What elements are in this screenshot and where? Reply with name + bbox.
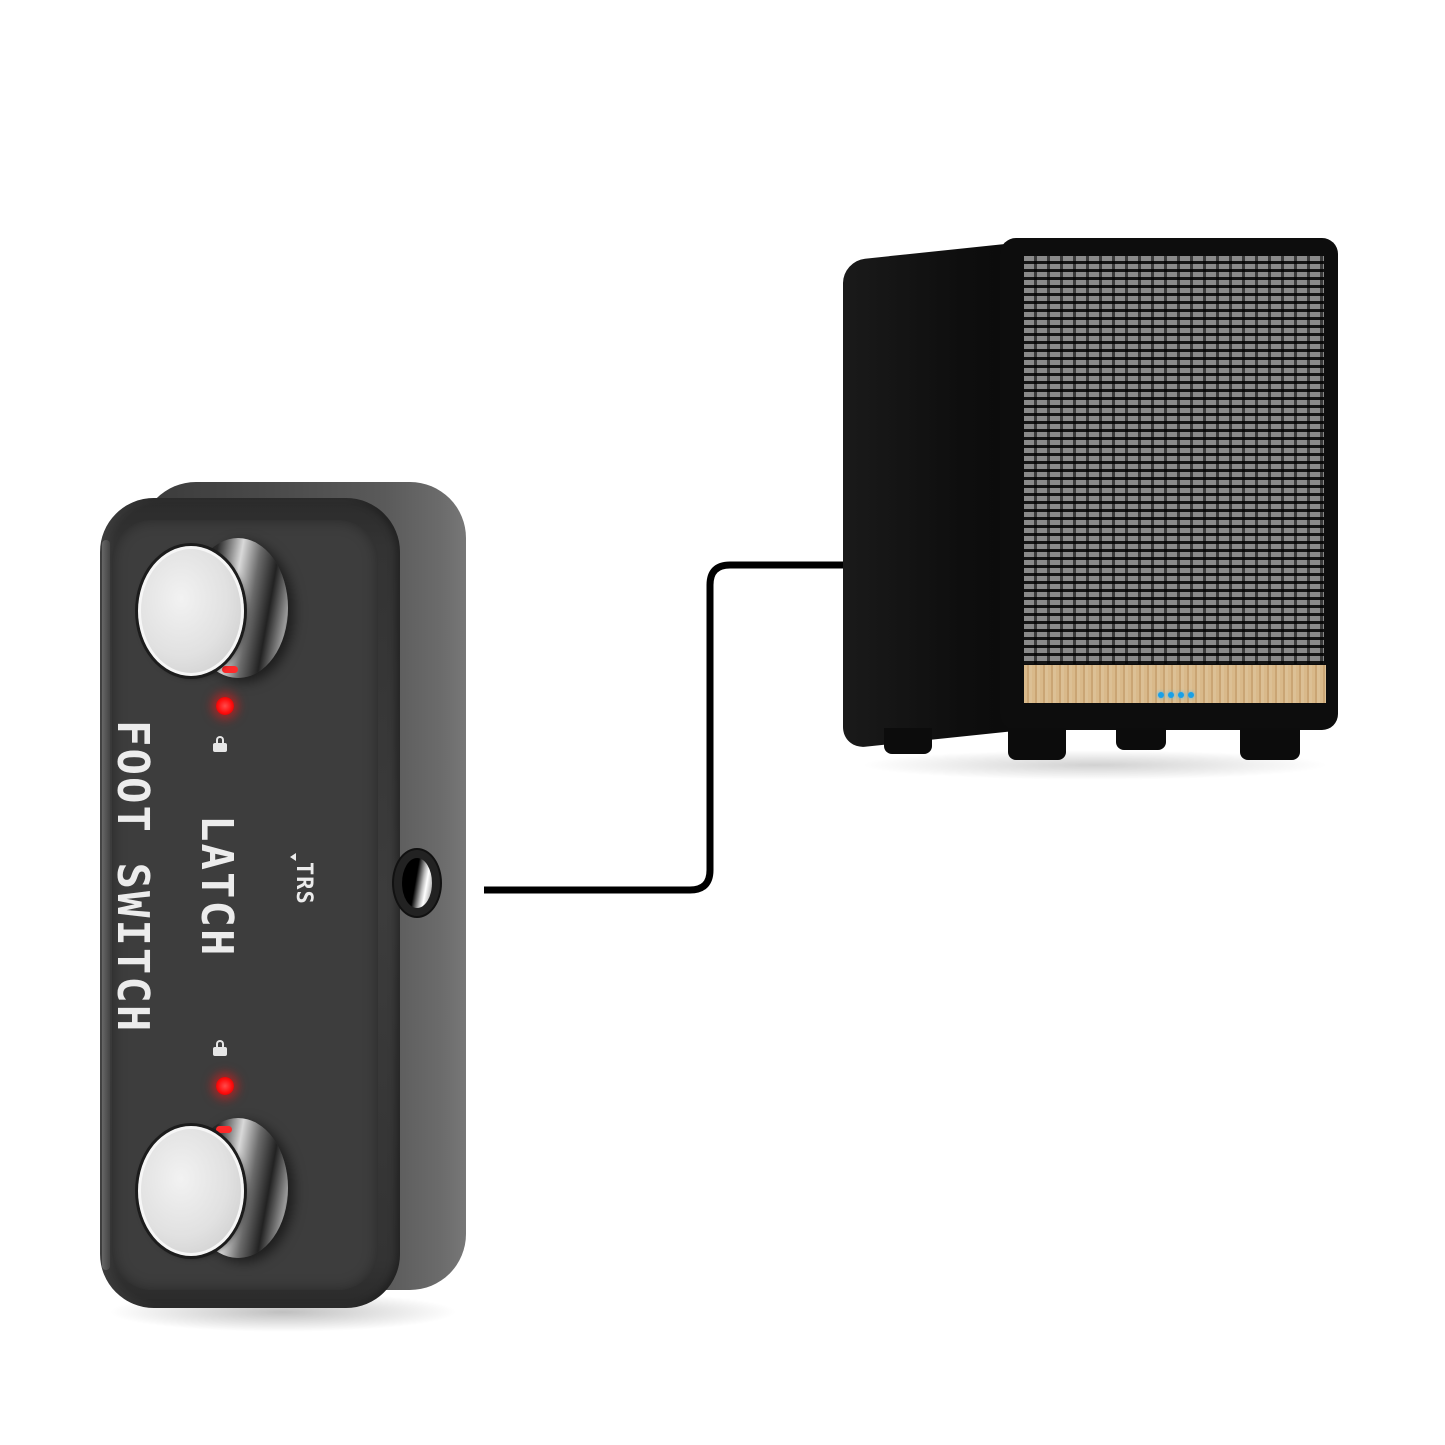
knob-red-marker xyxy=(216,1126,232,1133)
knob-red-marker xyxy=(222,666,238,673)
arrow-up-icon xyxy=(290,853,296,861)
speaker-foot xyxy=(1116,728,1166,750)
indicator-dot xyxy=(1158,692,1164,698)
lock-icon xyxy=(213,736,227,752)
indicator-dot xyxy=(1188,692,1194,698)
indicator-dot xyxy=(1168,692,1174,698)
knob-cap xyxy=(138,1126,244,1256)
speaker-foot xyxy=(884,728,932,754)
trs-jack-port[interactable] xyxy=(392,848,442,918)
led-indicator-bottom xyxy=(216,1077,234,1095)
lock-icon xyxy=(213,1040,227,1056)
speaker-indicator-dots xyxy=(1158,683,1198,702)
indicator-dot xyxy=(1178,692,1184,698)
footswitch-button-top[interactable] xyxy=(118,538,288,678)
label-foot-switch: FOOT SWITCH xyxy=(107,720,158,1034)
footswitch-button-bottom[interactable] xyxy=(118,1118,288,1258)
jack-socket xyxy=(402,858,432,908)
label-latch: LATCH xyxy=(191,815,242,958)
led-indicator-top xyxy=(216,697,234,715)
speaker-wood-trim xyxy=(1024,665,1326,703)
label-trs: TRS xyxy=(291,862,316,905)
pedal-edge-highlight xyxy=(102,540,110,1270)
speaker-grille xyxy=(1024,256,1324,664)
speaker-foot xyxy=(1240,728,1300,760)
speaker-foot xyxy=(1008,728,1066,760)
knob-cap xyxy=(138,546,244,676)
